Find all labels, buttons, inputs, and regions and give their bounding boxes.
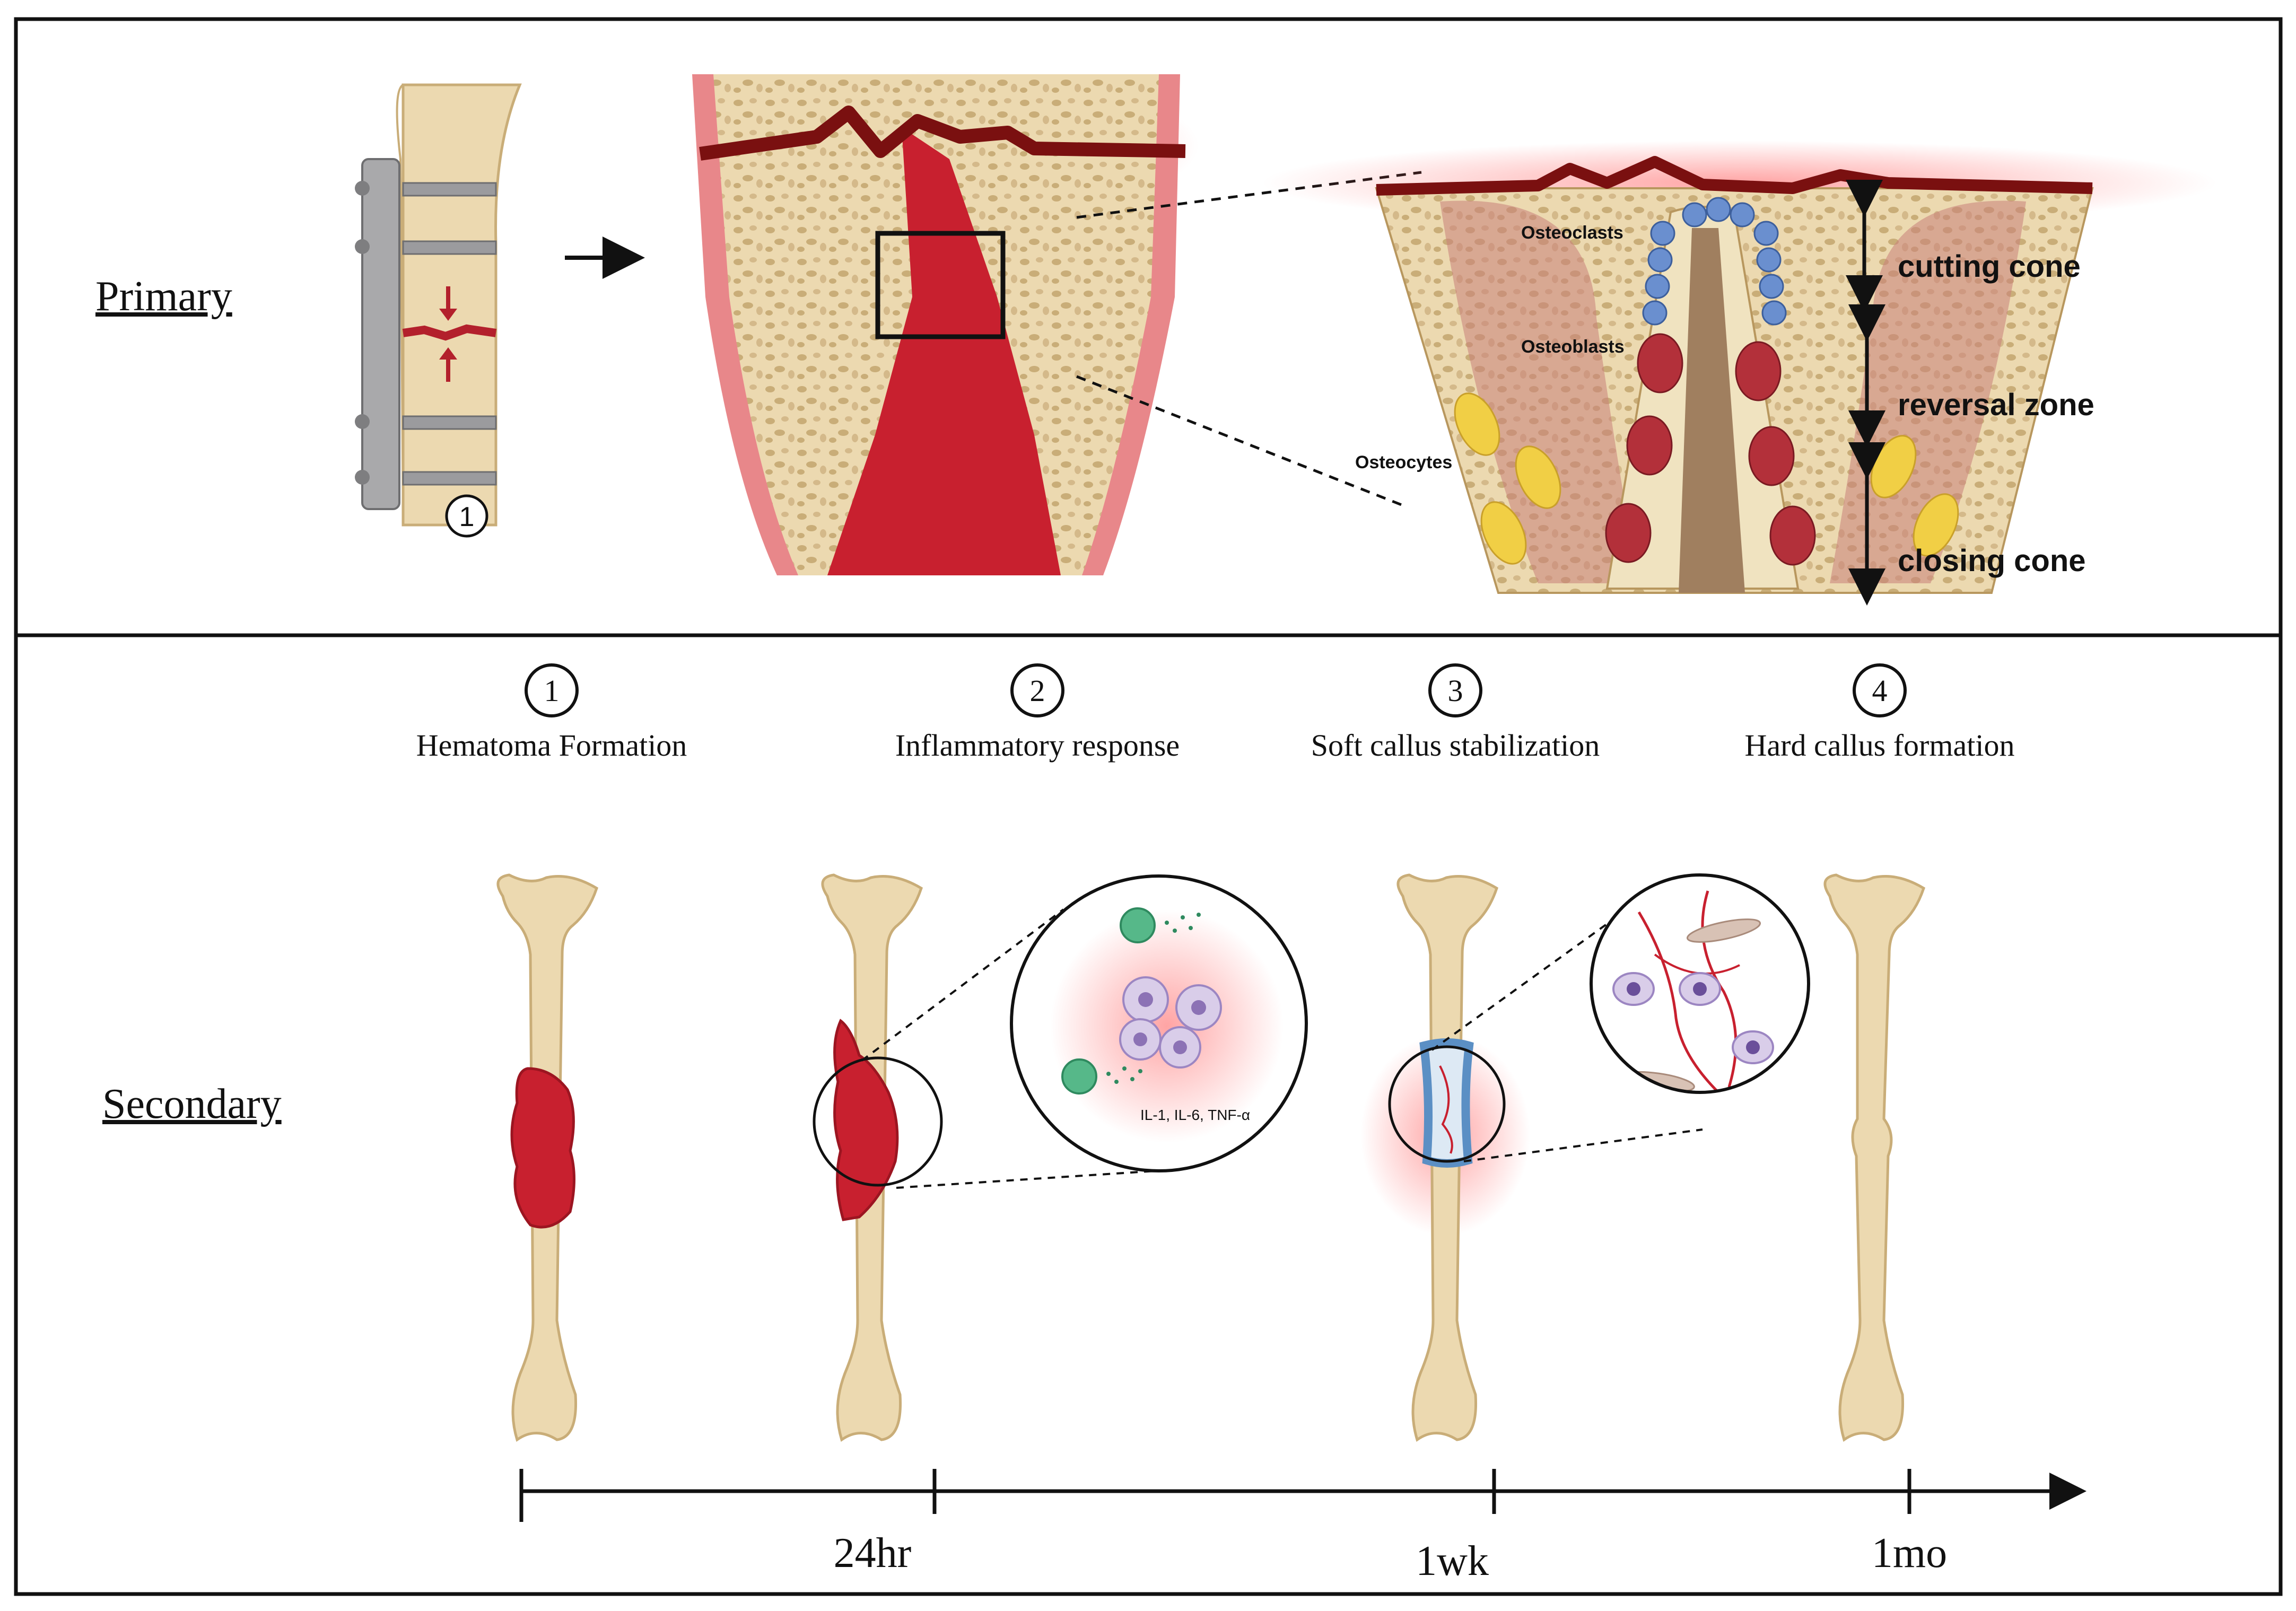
stage-4-label: Hard callus formation [1745, 728, 2015, 763]
zoom-box [875, 231, 1006, 339]
zoom-connector-bottom [1076, 375, 1406, 508]
bone-stage-1 [496, 873, 599, 1442]
soft-callus-inset [1590, 873, 1810, 1094]
stage-1-label: Hematoma Formation [416, 728, 687, 763]
timeline-label-1mo: 1mo [1872, 1530, 1947, 1577]
osteocytes-label: Osteocytes [1355, 452, 1452, 472]
stage-2-header: 2 Inflammatory response [895, 663, 1180, 763]
inflammation-inset: IL-1, IL-6, TNF-α [1010, 874, 1308, 1172]
svg-text:4: 4 [1872, 673, 1888, 708]
inset-connector-2-bottom [896, 1170, 1157, 1189]
step-marker-circle [445, 494, 488, 538]
stage-1-header: 1 Hematoma Formation [416, 663, 687, 763]
fracture-section [689, 72, 1199, 575]
primary-title: Primary [95, 273, 232, 320]
zoom-ring-stage-3 [1388, 1045, 1506, 1163]
secondary-title: Secondary [102, 1081, 282, 1127]
stage-3-label: Soft callus stabilization [1311, 728, 1600, 763]
osteoclasts-label: Osteoclasts [1521, 223, 1623, 243]
bone-stage-2 [813, 873, 943, 1442]
zone-arrows [1846, 180, 1885, 606]
plated-bone: 1 [355, 83, 522, 538]
inset-connector-3-top [1431, 919, 1613, 1051]
secondary-panel [14, 633, 2283, 1596]
remodeling-unit: Osteoclasts Osteoblasts Osteocytes [1262, 141, 2217, 594]
inset-connector-2-top [861, 908, 1064, 1062]
stage-3-header: 3 Soft callus stabilization [1311, 663, 1600, 763]
timeline-label-1wk: 1wk [1416, 1538, 1489, 1584]
cytokines-label: IL-1, IL-6, TNF-α [1140, 1107, 1250, 1123]
zone-reversal-zone: reversal zone [1898, 388, 2094, 422]
zoom-ring-stage-2 [813, 1056, 943, 1187]
timeline [519, 1469, 2087, 1522]
svg-text:1: 1 [544, 673, 560, 708]
stage-4-header: 4 Hard callus formation [1745, 663, 2015, 763]
timeline-label-24hr: 24hr [834, 1530, 912, 1577]
bone-stage-3 [1360, 873, 1530, 1442]
zone-cutting-cone: cutting cone [1898, 249, 2081, 284]
bone-stage-4 [1823, 873, 1926, 1442]
step-marker-number: 1 [459, 502, 475, 532]
osteoblasts-label: Osteoblasts [1521, 337, 1625, 357]
svg-text:3: 3 [1448, 673, 1463, 708]
stage-2-label: Inflammatory response [895, 728, 1180, 763]
zone-closing-cone: closing cone [1898, 544, 2086, 578]
svg-text:2: 2 [1030, 673, 1045, 708]
